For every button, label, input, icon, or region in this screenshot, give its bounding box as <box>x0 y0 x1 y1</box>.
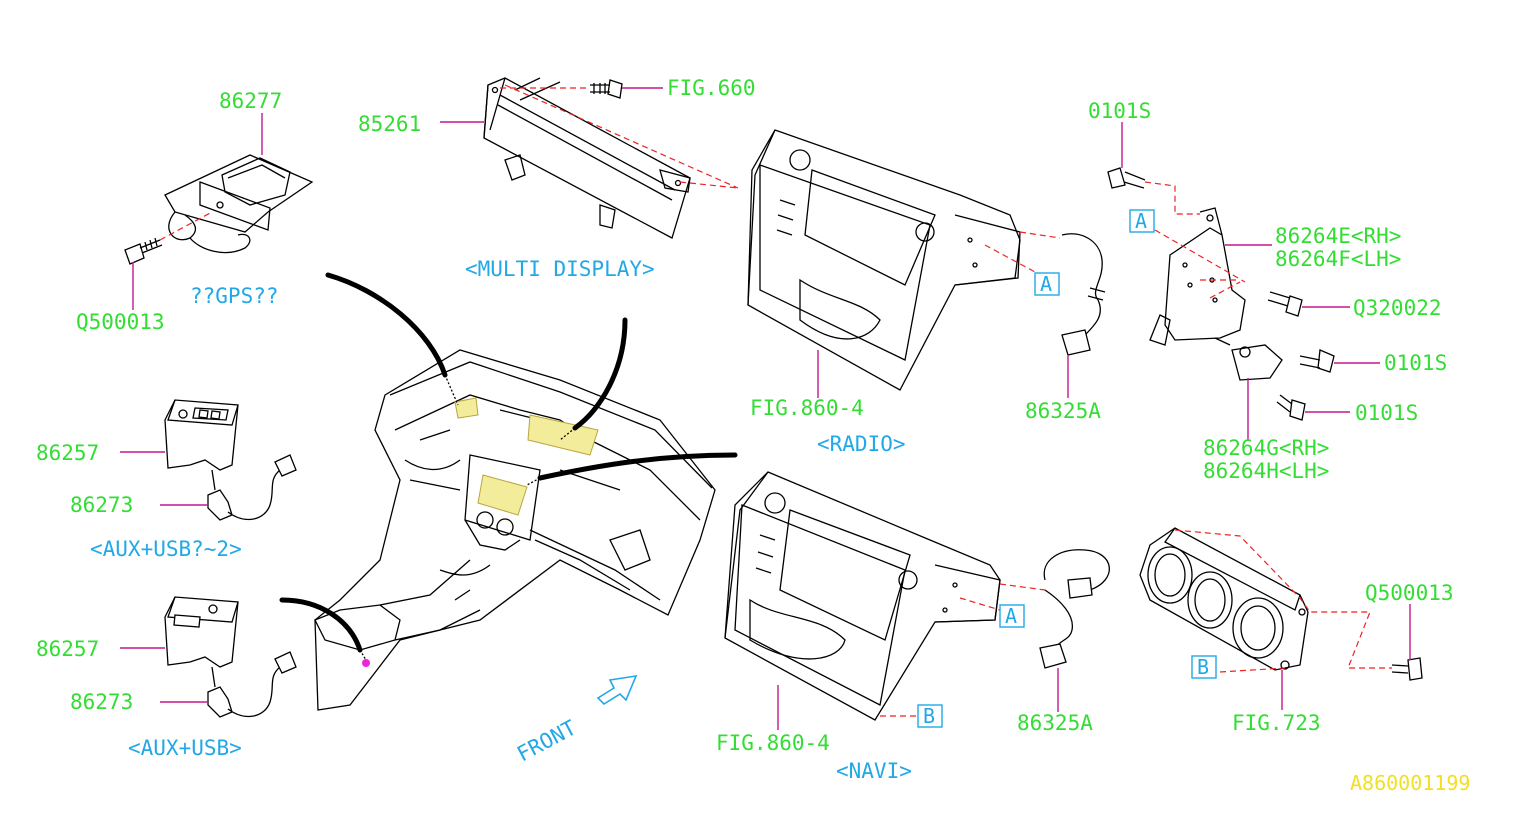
ref-a-navi: A <box>1005 604 1017 628</box>
ref-fig860-navi: FIG.860-4 <box>716 731 830 755</box>
ref-b-navi: B <box>923 704 935 728</box>
part-0101s-mid: 0101S <box>1384 351 1447 375</box>
bracket-drawing <box>1149 207 1283 381</box>
ref-b-climate: B <box>1197 655 1209 679</box>
part-86277: 86277 <box>219 89 282 113</box>
ref-box-b-climate <box>1191 655 1217 679</box>
front-label: FRONT <box>513 715 580 766</box>
bolt-0101s-top <box>1107 167 1146 189</box>
part-q500013-gps: Q500013 <box>76 310 165 334</box>
part-86257-low: 86257 <box>36 637 99 661</box>
ref-box-a-navi <box>999 604 1025 628</box>
part-85261: 85261 <box>358 112 421 136</box>
screw-fig660 <box>590 79 623 99</box>
caption-aux-usb2: <AUX+USB?~2> <box>90 537 242 561</box>
caption-multi-display: <MULTI DISPLAY> <box>465 257 655 281</box>
part-q320022: Q320022 <box>1353 296 1442 320</box>
ref-a-radio: A <box>1040 272 1052 296</box>
part-86273-top: 86273 <box>70 493 133 517</box>
ref-box-a-bracket <box>1129 209 1155 233</box>
navi-unit-drawing <box>724 471 1001 721</box>
front-arrow-icon <box>596 674 638 706</box>
multi-display-drawing <box>483 77 691 239</box>
aux-usb-switch-drawing <box>164 596 297 718</box>
caption-radio: <RADIO> <box>817 432 906 456</box>
caption-gps: ??GPS?? <box>190 284 279 308</box>
caption-aux-usb: <AUX+USB> <box>128 736 242 760</box>
ref-fig660: FIG.660 <box>667 76 756 100</box>
ref-fig723: FIG.723 <box>1232 711 1321 735</box>
part-0101s-low: 0101S <box>1355 401 1418 425</box>
part-86325a-radio: 86325A <box>1025 399 1101 423</box>
instrument-panel-drawing <box>314 349 716 711</box>
bolt-0101s-low <box>1276 394 1306 421</box>
bolt-q320022 <box>1267 291 1303 317</box>
callout-lines <box>279 272 738 661</box>
ref-box-b-navi <box>917 704 943 728</box>
radio-unit-drawing <box>747 129 1021 391</box>
part-86273-low: 86273 <box>70 690 133 714</box>
bolt-0101s-mid <box>1299 349 1335 373</box>
caption-navi: <NAVI> <box>836 759 912 783</box>
aux-usb2-switch-drawing <box>164 399 297 521</box>
gps-module-drawing <box>164 154 314 254</box>
part-86264e: 86264E<RH> <box>1275 224 1401 248</box>
navi-harness-drawing <box>1039 549 1110 669</box>
ref-box-a-radio <box>1034 272 1060 296</box>
part-86264g: 86264G<RH> <box>1203 436 1329 460</box>
radio-harness-drawing <box>1061 233 1106 356</box>
ref-fig860-radio: FIG.860-4 <box>750 396 864 420</box>
part-q500013-climate: Q500013 <box>1365 581 1454 605</box>
ref-a-bracket: A <box>1135 209 1147 233</box>
screw-q500013-gps <box>124 237 163 265</box>
part-86325a-navi: 86325A <box>1017 711 1093 735</box>
diagram-id: A860001199 <box>1350 771 1470 795</box>
part-86257-top: 86257 <box>36 441 99 465</box>
part-86264h: 86264H<LH> <box>1203 459 1329 483</box>
screw-q500013-climate <box>1391 657 1423 681</box>
part-86264f: 86264F<LH> <box>1275 247 1401 271</box>
climate-panel-drawing <box>1139 527 1309 671</box>
part-0101s-top: 0101S <box>1088 99 1151 123</box>
